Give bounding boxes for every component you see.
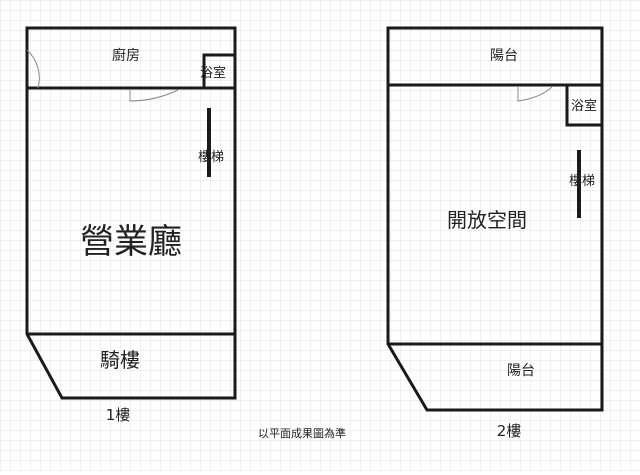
floor-1-bathroom-wall [202,53,235,88]
floor-2-caption: 2樓 [497,422,522,440]
floor-1-side-door-icon [26,49,40,89]
floor-1-outer-wall [25,26,237,400]
floor-1-bathroom-label: 浴室 [200,65,226,81]
floor-1-arcade-label: 騎樓 [100,348,140,372]
floor-1-plan: 廚房 浴室 樓梯 營業廳 騎樓 1樓 [25,26,237,424]
floor-2-stairs-label: 樓梯 [569,174,595,189]
floor-2-outer-wall [386,26,604,412]
reference-note: 以平面成果圖為準 [258,426,346,440]
floor-1-kitchen-door-icon [129,89,179,102]
floor-1-shop-hall-label: 營業廳 [80,222,182,262]
floor-2-bathroom-wall [565,85,602,127]
floor-2-plan: 陽台 浴室 樓梯 開放空間 陽台 2樓 [386,26,604,440]
floor-2-front-balcony-label: 陽台 [507,363,535,379]
floor-2-back-balcony-label: 陽台 [490,48,518,64]
floor-2-bathroom-label: 浴室 [571,98,597,114]
floor-2-bathroom-door-icon [517,86,553,102]
floor-1-kitchen-label: 廚房 [112,47,140,64]
floor-1-stairs-label: 樓梯 [198,150,224,165]
floor-2-open-space-label: 開放空間 [447,208,527,232]
floor-1-caption: 1樓 [106,406,131,424]
